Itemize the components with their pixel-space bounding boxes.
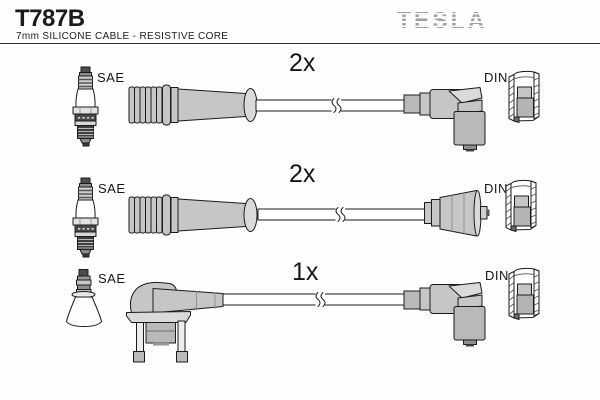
- quantity-label-row3: 1x: [292, 258, 319, 286]
- din-label-row2: DIN: [484, 181, 508, 196]
- din-label-row1: DIN: [484, 70, 508, 85]
- cone-spark-plug-icon-row3: [66, 269, 102, 327]
- spark-plug-icon-row2: [72, 177, 99, 258]
- spark-plug-icon-row1: [72, 66, 99, 147]
- cable-ferrule-row1: [403, 94, 421, 114]
- cable-description: 7mm SILICONE CABLE - RESISTIVE CORE: [16, 31, 229, 42]
- elbow-boot-row3: [419, 282, 486, 347]
- cone-boot-row2: [424, 190, 490, 237]
- sae-boot-row1: [128, 84, 258, 126]
- cable-break-gap: [315, 292, 325, 307]
- sae-label-row3: SAE: [98, 271, 126, 286]
- cable-ferrule-row3: [403, 290, 421, 310]
- cable-break-gap: [335, 207, 345, 222]
- clip-boot-row3: [126, 281, 224, 363]
- tesla-logo: TESLA: [395, 6, 489, 35]
- din-terminal-icon-row2: [505, 179, 537, 232]
- din-label-row3: DIN: [485, 268, 509, 283]
- header-divider: [0, 43, 600, 44]
- din-terminal-icon-row3: [508, 267, 540, 320]
- din-terminal-icon-row1: [508, 70, 540, 123]
- quantity-label-row1: 2x: [289, 49, 316, 77]
- cable-row2: [257, 207, 426, 222]
- sae-label-row1: SAE: [97, 70, 125, 85]
- quantity-label-row2: 2x: [289, 160, 316, 188]
- cable-break-gap: [331, 98, 341, 113]
- sae-boot-row2: [128, 194, 258, 236]
- sae-label-row2: SAE: [98, 181, 126, 196]
- cable-row1: [255, 98, 406, 113]
- cable-row3: [222, 292, 405, 307]
- elbow-boot-row1: [419, 87, 486, 152]
- part-number: T787B: [15, 5, 85, 32]
